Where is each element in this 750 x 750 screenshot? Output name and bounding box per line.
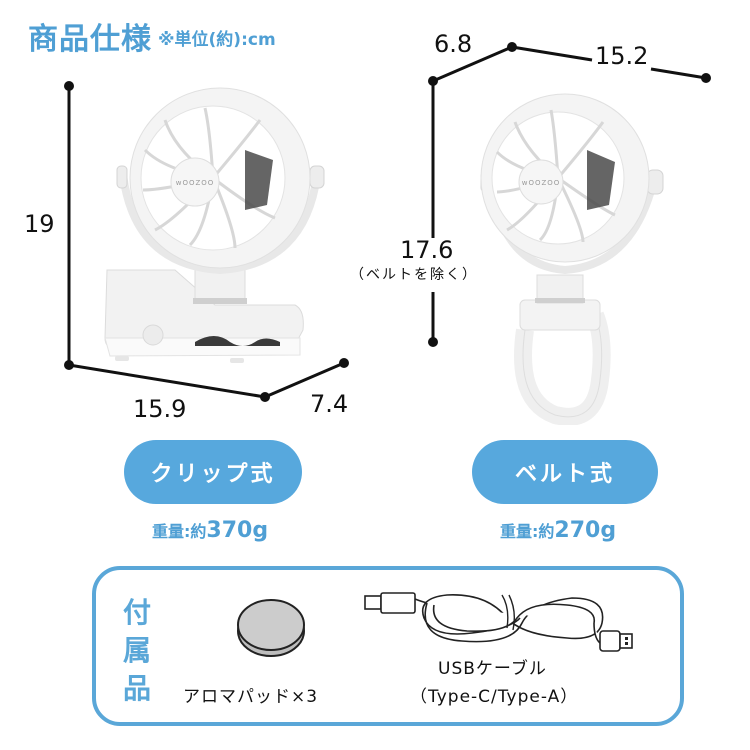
belt-weight: 重量:約270g [500,518,616,543]
title-text: 商品仕様 [28,22,152,57]
belt-height-note: （ベルトを除く） [350,267,478,283]
belt-type-badge: ベルト式 [472,440,658,504]
accessories-box [92,566,684,726]
aroma-pad-icon [237,599,305,657]
clip-weight-value: 370g [206,518,269,543]
usb-cable-sublabel: （Type-C/Type-A） [410,687,579,707]
unit-note: ※単位(約):cm [158,30,276,50]
usb-cable-icon [364,592,633,652]
aroma-pad-label: アロマパッド×3 [183,687,319,707]
clip-weight: 重量:約370g [152,518,268,543]
clip-type-badge: クリップ式 [124,440,302,504]
page-title: 商品仕様 ※単位(約):cm [28,14,276,58]
clip-fan-image: wOOZOO [104,87,325,363]
belt-height-label: 17.6 [400,236,454,264]
belt-width-label: 15.2 [595,42,649,70]
belt-weight-value: 270g [554,518,617,543]
accessories-title: 付属品 [122,596,151,705]
belt-depth-label: 6.8 [434,30,473,58]
svg-text:wOOZOO: wOOZOO [176,179,215,187]
svg-text:wOOZOO: wOOZOO [522,179,561,187]
clip-depth-label: 7.4 [310,390,349,418]
belt-fan-image: wOOZOO [480,93,664,425]
clip-height-label: 19 [24,210,55,238]
clip-width-label: 15.9 [133,395,187,423]
clip-weight-prefix: 重量:約 [152,522,207,541]
belt-weight-prefix: 重量:約 [500,522,555,541]
usb-cable-label: USBケーブル [438,659,547,679]
